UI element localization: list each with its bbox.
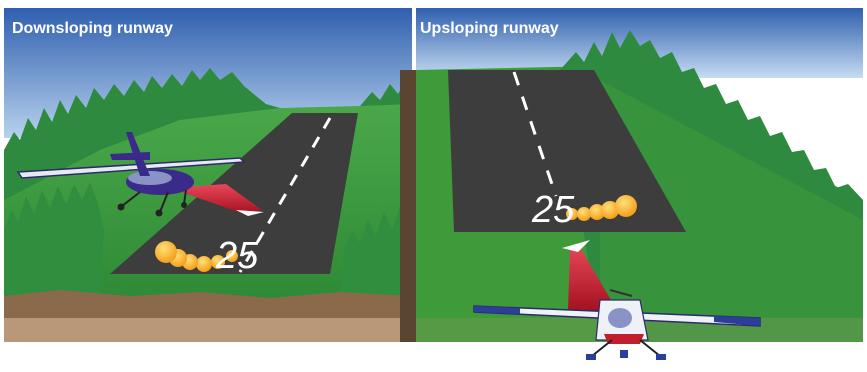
runway-number-up: 25 [531, 189, 575, 231]
cliff-edge [400, 70, 416, 342]
panel-upsloping: 25 Upsloping runway [400, 8, 863, 360]
runway-number-down: 25 [215, 235, 259, 277]
panel-title-upsloping: Upsloping runway [420, 20, 559, 37]
panel-downsloping: 25 Downsloping runway [4, 8, 412, 342]
dirt-bottom [4, 318, 412, 342]
dirt-layer [4, 290, 412, 320]
panel-title-downsloping: Downsloping runway [12, 20, 173, 37]
